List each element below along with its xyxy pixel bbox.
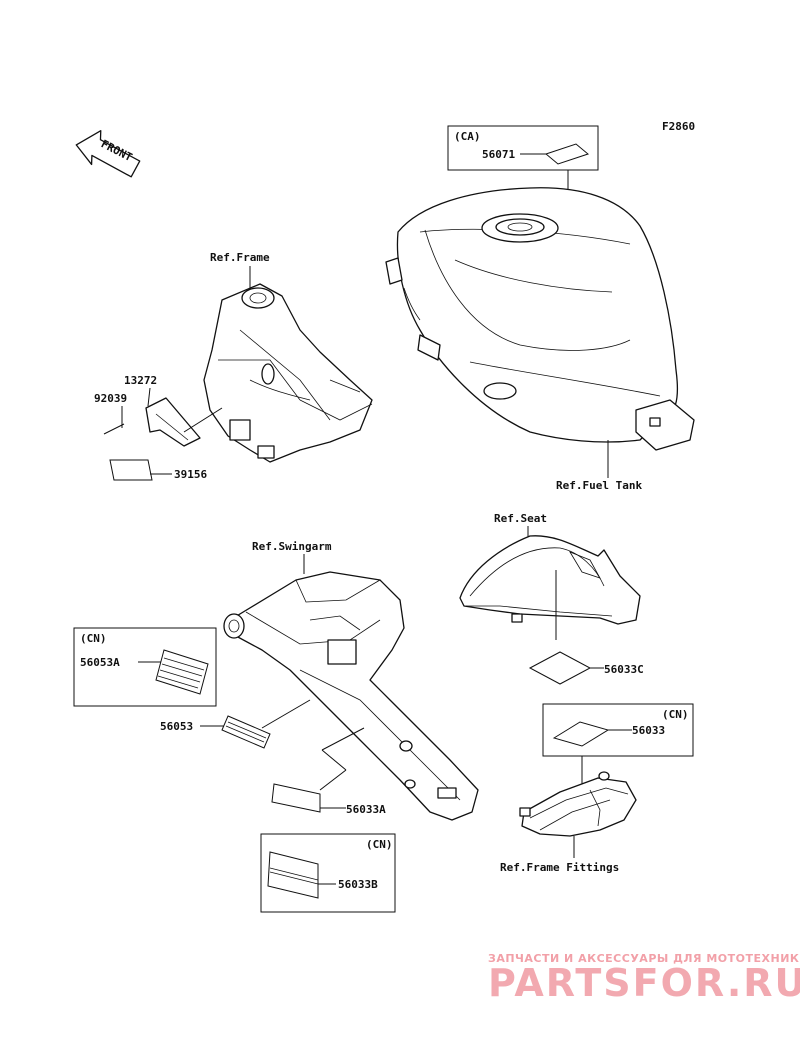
part-number-92039: 92039 [94,392,127,405]
decal-39156 [109,459,153,481]
ref-frame: Ref.Frame [210,251,270,264]
decal-56053A [155,649,209,695]
part-number-39156: 39156 [174,468,207,481]
fuel-tank-illustration [385,187,695,478]
part-number-56033A: 56033A [346,803,386,816]
ref-seat: Ref.Seat [494,512,547,525]
watermark-tagline: ЗАПЧАСТИ И АКСЕССУАРЫ ДЛЯ МОТОТЕХНИКИ [488,952,800,965]
part-number-56033C: 56033C [604,663,644,676]
part-number-56053: 56053 [160,720,193,733]
region-tag-cn-right: (CN) [662,708,689,721]
seat-illustration [459,535,641,625]
part-number-56053A: 56053A [80,656,120,669]
part-number-56033B: 56033B [338,878,378,891]
region-tag-cn-left: (CN) [80,632,107,645]
decal-56033C [528,651,592,685]
front-arrow-icon: FRONT [75,130,141,178]
region-tag-cn-bottom: (CN) [366,838,393,851]
part-number-13272: 13272 [124,374,157,387]
frame-fittings-illustration [519,771,637,858]
swingarm-illustration [223,571,479,821]
screw-92039 [103,423,125,435]
frame-illustration [203,283,373,463]
cn-decal-box-right: (CN) 56033 [542,703,694,784]
ca-decal-box: (CA) 56071 [447,125,599,255]
ref-swingarm: Ref.Swingarm [252,540,332,553]
region-tag-ca: (CA) [454,130,481,143]
bracket-13272 [145,397,201,447]
decal-56053 [221,715,271,749]
part-number-56071: 56071 [482,148,515,161]
figure-code: F2860 [662,120,695,133]
ref-fuel-tank: Ref.Fuel Tank [556,479,642,492]
part-number-56033: 56033 [632,724,665,737]
cn-decal-box-left: (CN) 56053A [73,627,217,707]
ref-frame-fittings: Ref.Frame Fittings [500,861,619,874]
decal-56033B [267,851,319,899]
decal-56033A [271,783,321,813]
watermark-brand: PARTSFOR.RU [488,961,800,1005]
cn-decal-box-bottom: (CN) 56033B [260,833,396,913]
decal-56071 [544,143,590,165]
